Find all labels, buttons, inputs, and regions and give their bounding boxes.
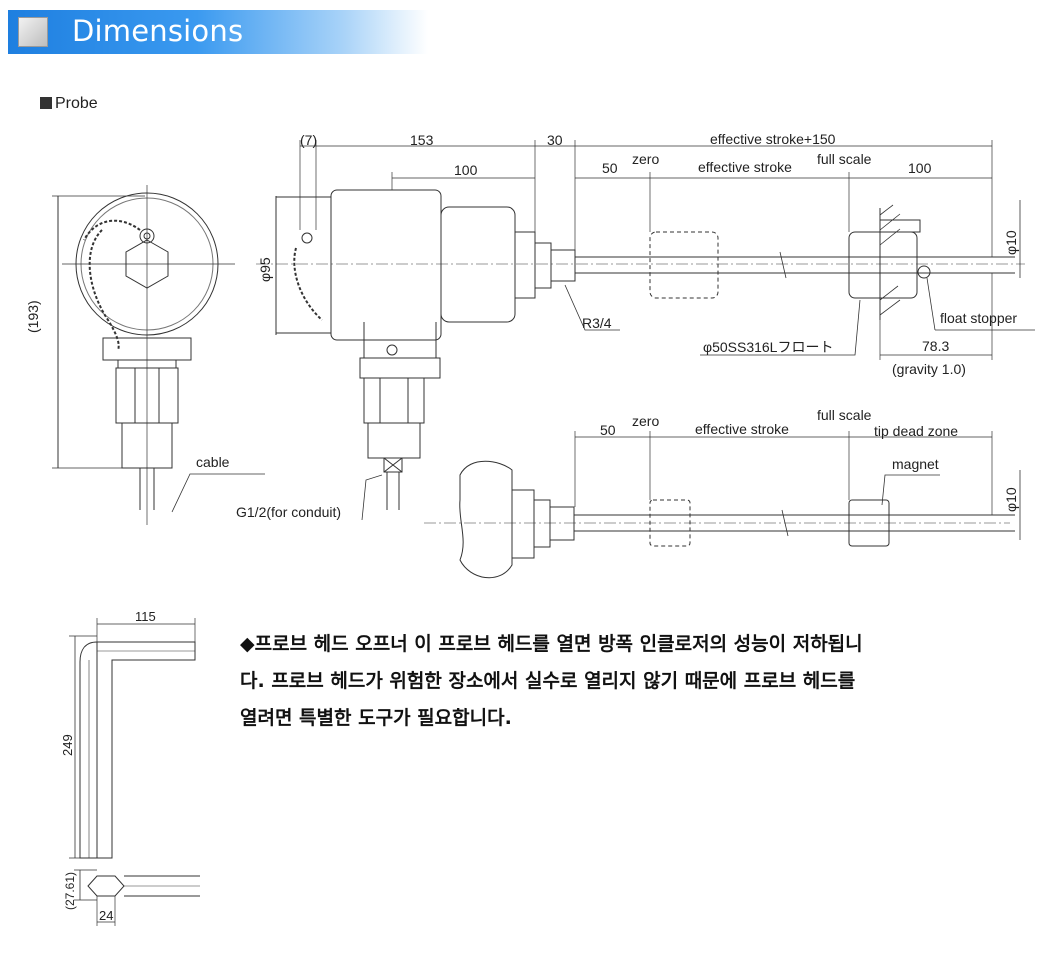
section-label: Probe bbox=[40, 95, 98, 113]
dim-effective-stroke-150: effective stroke+150 bbox=[710, 131, 836, 147]
note-line-3: 열려면 특별한 도구가 필요합니다. bbox=[240, 707, 512, 729]
label-magnet: magnet bbox=[892, 456, 939, 472]
dim-30: 30 bbox=[547, 132, 563, 148]
label-cable: cable bbox=[196, 454, 230, 470]
side-view bbox=[256, 140, 1035, 521]
label-effective-stroke-lower: effective stroke bbox=[695, 421, 789, 437]
dim-phi10-lower: φ10 bbox=[1003, 487, 1019, 512]
dim-100-tip: 100 bbox=[908, 160, 932, 176]
label-r34: R3/4 bbox=[582, 315, 612, 331]
dim-50-upper: 50 bbox=[602, 160, 618, 176]
section-header: Dimensions bbox=[8, 10, 428, 54]
black-square-icon bbox=[40, 97, 52, 109]
label-g12-conduit: G1/2(for conduit) bbox=[236, 504, 341, 520]
probe-head-opener-note: ◆프로브 헤드 오프너 이 프로브 헤드를 열면 방폭 인클로저의 성능이 저하… bbox=[240, 626, 1000, 737]
gray-square-icon bbox=[18, 17, 48, 47]
label-float-stopper: float stopper bbox=[940, 310, 1017, 326]
note-line-1: ◆프로브 헤드 오프너 이 프로브 헤드를 열면 방폭 인클로저의 성능이 저하… bbox=[240, 633, 863, 655]
label-float: φ50SS316Lフロート bbox=[703, 339, 833, 355]
dim-phi10-upper: φ10 bbox=[1003, 230, 1019, 255]
dim-193: (193) bbox=[25, 300, 41, 333]
label-effective-stroke-upper: effective stroke bbox=[698, 159, 792, 175]
label-full-scale-lower: full scale bbox=[817, 407, 872, 423]
label-tip-dead-zone: tip dead zone bbox=[874, 423, 958, 439]
label-zero-upper: zero bbox=[632, 151, 659, 167]
lower-view bbox=[424, 431, 1021, 579]
dim-78-3: 78.3 bbox=[922, 338, 949, 354]
dim-100-head: 100 bbox=[454, 162, 478, 178]
label-full-scale-upper: full scale bbox=[817, 151, 872, 167]
label-gravity: (gravity 1.0) bbox=[892, 361, 966, 377]
label-zero-lower: zero bbox=[632, 413, 659, 429]
dim-7: (7) bbox=[300, 132, 317, 148]
note-line-2: 다. 프로브 헤드가 위험한 장소에서 실수로 열리지 않기 때문에 프로브 헤… bbox=[240, 670, 856, 692]
header-title: Dimensions bbox=[72, 14, 244, 48]
front-view bbox=[52, 185, 265, 525]
dim-249: 249 bbox=[60, 734, 75, 756]
dim-phi95: φ95 bbox=[257, 257, 273, 282]
dim-24: 24 bbox=[99, 908, 113, 923]
section-label-text: Probe bbox=[55, 95, 98, 112]
dim-153: 153 bbox=[410, 132, 434, 148]
dim-115: 115 bbox=[135, 609, 156, 624]
dim-50-lower: 50 bbox=[600, 422, 616, 438]
dim-27-61: (27.61) bbox=[63, 872, 77, 910]
hex-wrench bbox=[69, 618, 200, 926]
